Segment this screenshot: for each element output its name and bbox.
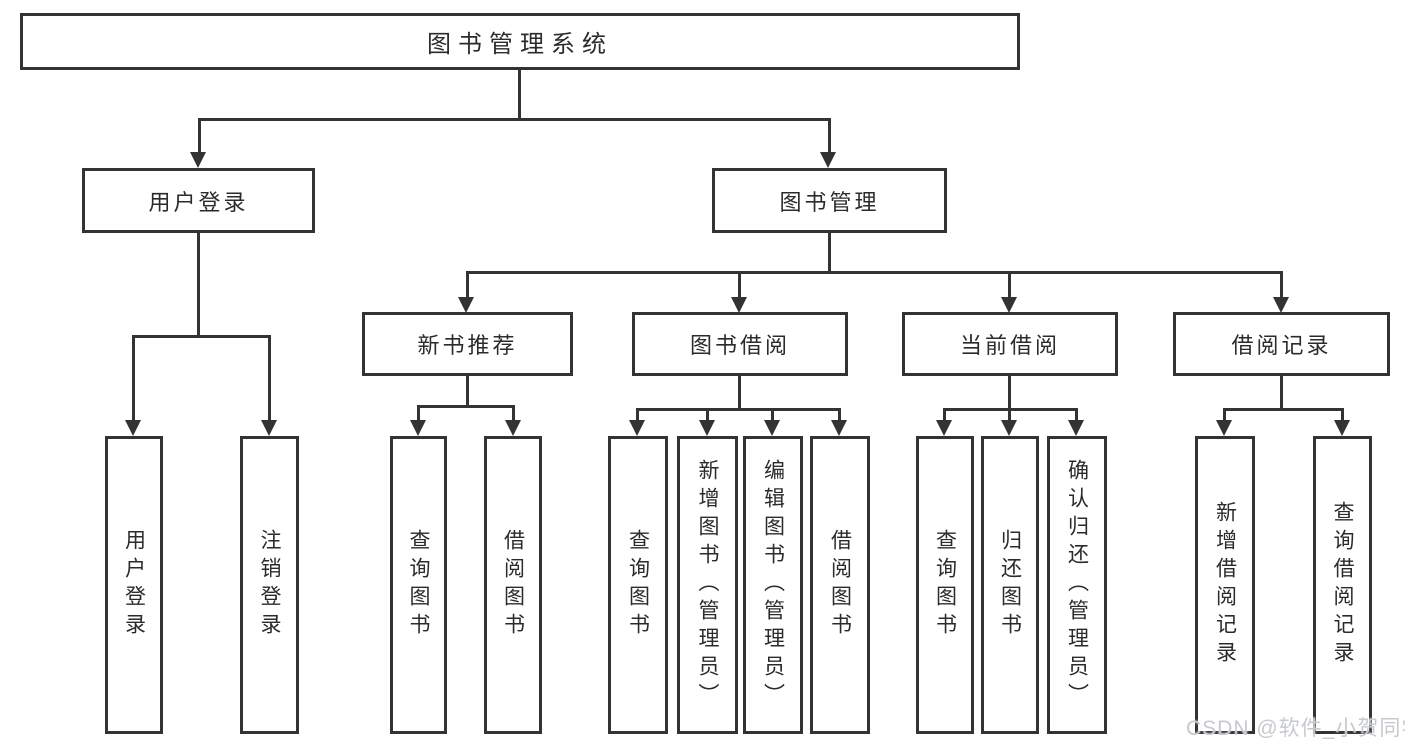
node-book-borrow-label: 图书借阅 [689,333,790,358]
connector-line [1341,408,1344,422]
node-new-book-recommend: 新书推荐 [362,312,573,376]
node-user-login: 用户登录 [82,168,315,233]
leaf-query-book-newbook: 查询图书 [390,436,447,734]
arrow-down [764,420,780,436]
connector-line [738,271,741,299]
arrow-down [1068,420,1084,436]
node-current-borrow: 当前借阅 [902,312,1118,376]
leaf-query-book-current: 查询图书 [916,436,974,734]
connector-line [512,405,515,422]
leaf-logout: 注销登录 [240,436,299,734]
leaf-confirm-return-admin: 确认归还（管理员） [1047,436,1107,734]
leaf-borrow-book-newbook: 借阅图书 [484,436,542,734]
node-borrow-records: 借阅记录 [1173,312,1390,376]
arrow-down [190,152,206,168]
connector-line [706,408,709,422]
connector-line [132,335,135,422]
leaf-user-login: 用户登录 [105,436,163,734]
leaf-borrow-book: 借阅图书 [810,436,870,734]
connector-line [1223,408,1226,422]
node-root-label: 图书管理系统 [427,31,613,58]
leaf-query-borrow-record: 查询借阅记录 [1313,436,1372,734]
leaf-query-book-borrow: 查询图书 [608,436,668,734]
connector-line [1280,375,1283,410]
arrow-down [1216,420,1232,436]
leaf-add-borrow-record: 新增借阅记录 [1195,436,1255,734]
leaf-label: 借阅图书 [828,529,852,641]
node-current-borrow-label: 当前借阅 [959,333,1060,358]
arrow-down [936,420,952,436]
leaf-label: 查询图书 [626,529,650,641]
connector-line [268,335,271,422]
connector-line [943,408,946,422]
connector-line [838,408,841,422]
connector-line [636,408,639,422]
node-book-management-label: 图书管理 [779,189,880,215]
connector-line [1008,271,1011,299]
connector-line [636,408,841,411]
leaf-label: 注销登录 [258,529,281,641]
node-user-login-label: 用户登录 [148,189,249,215]
arrow-down [831,420,847,436]
csdn-watermark: CSDN @软件_小贺同学 [1186,717,1405,740]
leaf-label: 借阅图书 [501,529,525,641]
leaf-label: 查询借阅记录 [1331,501,1354,669]
arrow-down [125,420,141,436]
node-new-book-recommend-label: 新书推荐 [417,333,518,358]
node-borrow-records-label: 借阅记录 [1231,333,1332,358]
leaf-label: 新增图书（管理员） [696,459,719,711]
arrow-down [1273,297,1289,313]
leaf-label: 查询图书 [933,529,957,641]
leaf-add-book-admin: 新增图书（管理员） [677,436,738,734]
connector-line [417,405,515,408]
connector-line [466,375,469,407]
connector-line [828,233,831,273]
node-book-borrow: 图书借阅 [632,312,848,376]
arrow-down [820,152,836,168]
connector-line [518,68,521,118]
arrow-down [731,297,747,313]
connector-line [198,118,201,154]
arrow-down [629,420,645,436]
leaf-edit-book-admin: 编辑图书（管理员） [743,436,803,734]
connector-line [1008,376,1011,410]
node-root: 图书管理系统 [20,13,1020,70]
leaf-label: 用户登录 [122,529,146,641]
leaf-label: 归还图书 [998,529,1022,641]
connector-line [132,335,271,338]
leaf-label: 查询图书 [407,529,430,641]
connector-line [738,376,741,410]
arrow-down [458,297,474,313]
connector-line [466,271,1283,274]
leaf-return-book: 归还图书 [981,436,1039,734]
leaf-label: 新增借阅记录 [1213,501,1237,669]
connector-line [771,408,774,422]
arrow-down [1001,297,1017,313]
arrow-down [1334,420,1350,436]
connector-line [828,118,831,154]
connector-line [1008,408,1011,422]
arrow-down [261,420,277,436]
node-book-management: 图书管理 [712,168,947,233]
leaf-label: 编辑图书（管理员） [761,459,785,711]
arrow-down [1001,420,1017,436]
arrow-down [699,420,715,436]
connector-line [198,118,831,121]
leaf-label: 确认归还（管理员） [1065,459,1089,711]
connector-line [1223,408,1344,411]
arrow-down [505,420,521,436]
arrow-down [410,420,426,436]
connector-line [197,233,200,337]
connector-line [417,405,420,422]
connector-line [466,271,469,299]
connector-line [1075,408,1078,422]
connector-line [1280,271,1283,299]
